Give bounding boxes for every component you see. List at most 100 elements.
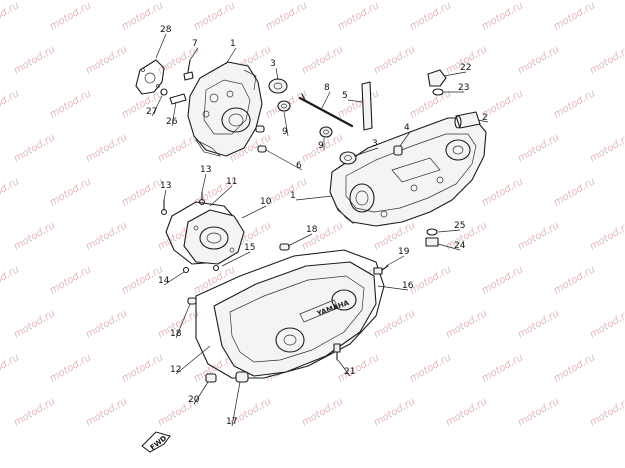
watermark-text: motod.ru [336,352,381,384]
leader-line [163,189,167,201]
watermark-text: motod.ru [120,176,165,208]
watermark-text: motod.ru [84,396,129,428]
watermark-text: motod.ru [588,396,625,428]
callout-label: 3 [270,59,276,69]
watermark-text: motod.ru [0,0,21,32]
callout-label: 16 [402,281,414,291]
crankcase-left-half [187,61,263,157]
watermark-text: motod.ru [48,352,93,384]
leader-line [283,111,289,137]
callout-label: 8 [324,83,330,93]
callout-label: 22 [460,63,471,73]
watermark-text: motod.ru [48,88,93,120]
shaft-8 [298,93,354,128]
screws-13 [160,191,206,216]
watermark-text: motod.ru [552,352,597,384]
leader-line [337,359,351,377]
forward-arrow-icon: FWD [141,431,171,453]
plug-4 [393,145,403,156]
leader-line [175,345,211,375]
watermark-text: motod.ru [12,308,57,340]
callout-label: 2 [482,113,488,123]
callout-label: 17 [226,417,237,427]
watermark-text: motod.ru [192,0,237,32]
watermark-text: motod.ru [480,176,525,208]
callout-label: 25 [454,221,465,231]
watermark-text: motod.ru [516,44,561,76]
leader-line [377,285,409,291]
watermark-text: motod.ru [408,352,453,384]
callout-label: 6 [296,161,302,171]
callout-label: 24 [454,241,466,251]
watermark-text: motod.ru [552,88,597,120]
leader-line [225,47,237,65]
watermark-text: motod.ru [516,396,561,428]
watermark-text: motod.ru [480,264,525,296]
callout-label: 9 [282,127,288,137]
callout-label: 19 [398,247,410,257]
leader-line [171,101,177,127]
callout-label: 11 [226,177,237,187]
watermark-text: motod.ru [480,0,525,32]
watermark-text: motod.ru [84,220,129,252]
watermark-text: motod.ru [408,0,453,32]
callout-label: 20 [188,395,200,405]
callout-label: 7 [192,39,198,49]
watermark-text: motod.ru [300,44,345,76]
callout-label: 5 [342,91,348,101]
watermark-text: motod.ru [264,0,309,32]
bearing-3-upper [268,78,288,94]
callout-label: 3 [372,139,378,149]
watermark-text: motod.ru [0,176,21,208]
leader-line [193,381,209,405]
watermark-text: motod.ru [372,308,417,340]
plug-20 [205,373,217,383]
watermark-text: motod.ru [408,264,453,296]
callout-label: 15 [244,243,255,253]
watermark-text: motod.ru [300,396,345,428]
watermark-text: motod.ru [336,0,381,32]
leader-line [231,381,241,427]
seal-9-lower [319,126,333,138]
gasket-plate-28 [135,59,165,95]
screws-14-15 [182,264,220,274]
leader-line [155,33,167,59]
watermark-text: motod.ru [12,44,57,76]
crankcase-cover-16: YAMAHA [213,261,377,377]
watermark-text: motod.ru [516,220,561,252]
leader-line [275,67,279,81]
watermark-text: motod.ru [552,0,597,32]
cover-10 [183,209,245,265]
callout-label: 13 [160,181,171,191]
cap-22 [427,69,447,87]
leader-line [265,149,303,171]
bolt-19 [373,265,389,275]
leader-line [443,71,467,77]
leader-line [221,251,251,267]
watermark-text: motod.ru [552,264,597,296]
callout-label: 13 [200,165,211,175]
leader-line [175,303,191,339]
watermark-text: motod.ru [120,0,165,32]
watermark-text: motod.ru [0,352,21,384]
watermark-text: motod.ru [48,264,93,296]
watermark-text: motod.ru [444,396,489,428]
callout-label: 28 [160,25,172,35]
callout-label: 23 [458,83,469,93]
watermark-text: motod.ru [84,308,129,340]
watermark-text: motod.ru [516,308,561,340]
dowel-18-lower [187,297,197,305]
leader-line [385,255,405,267]
leader-line [347,99,363,103]
callout-label: 18 [170,329,182,339]
leader-line [287,233,313,247]
leader-line [151,95,163,117]
callout-label: 21 [344,367,355,377]
dowel-18-upper [279,243,290,251]
washer-23 [432,88,444,96]
leader-line [189,47,199,61]
callout-label: 12 [170,365,181,375]
callout-label: 26 [166,117,178,127]
